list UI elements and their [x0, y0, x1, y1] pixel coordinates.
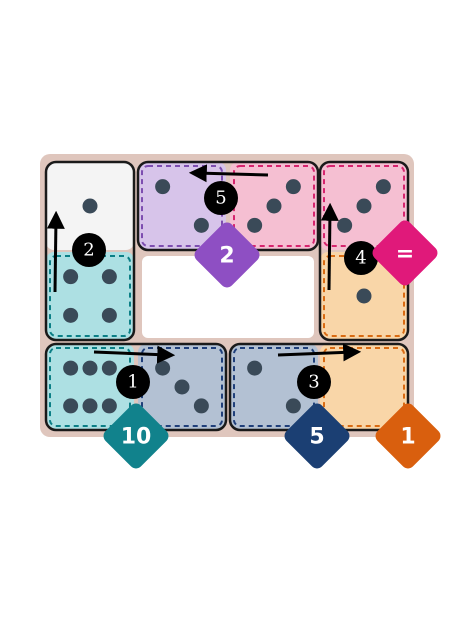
- badge-diamond: [284, 403, 350, 469]
- move-arrow: [93, 345, 176, 364]
- badge-label: 1: [400, 425, 415, 450]
- pip: [101, 269, 117, 285]
- pip: [356, 198, 372, 214]
- badge-diamond: [194, 222, 260, 288]
- pip: [337, 217, 353, 233]
- move-hint: 4: [320, 202, 378, 291]
- pip: [101, 398, 117, 414]
- domino-tile[interactable]: [44, 160, 136, 342]
- badge-diamond: [103, 403, 169, 469]
- badge-label: =: [396, 242, 414, 267]
- board-cell[interactable]: [320, 252, 408, 340]
- pip: [375, 179, 391, 195]
- pip: [193, 217, 209, 233]
- pip: [63, 360, 79, 376]
- region-dashed-border: [323, 255, 405, 337]
- pip: [285, 398, 301, 414]
- pip: [82, 360, 98, 376]
- move-number: 1: [127, 372, 138, 393]
- pip: [247, 360, 263, 376]
- move-number-circle: [72, 233, 106, 267]
- move-number: 2: [83, 240, 94, 261]
- constraint-badge-magenta: =: [372, 220, 438, 286]
- move-arrow: [277, 343, 362, 362]
- constraint-badge-teal: 10: [103, 403, 169, 469]
- pip: [63, 398, 79, 414]
- region-dashed-border: [49, 255, 131, 337]
- board-cell[interactable]: [46, 162, 134, 250]
- pip: [247, 217, 263, 233]
- move-arrow: [320, 202, 339, 291]
- badge-label: 10: [121, 425, 152, 450]
- board-cell[interactable]: [46, 252, 134, 340]
- move-hint: 5: [188, 164, 269, 215]
- pip: [174, 379, 190, 395]
- cell-fill: [320, 344, 408, 430]
- move-number-circle: [116, 365, 150, 399]
- move-number-circle: [297, 365, 331, 399]
- pip: [155, 179, 171, 195]
- board-cell[interactable]: [230, 162, 318, 250]
- move-hint: 3: [277, 343, 362, 399]
- board-hole: [142, 256, 314, 338]
- pip: [82, 398, 98, 414]
- move-arrow: [46, 210, 65, 293]
- pip: [266, 198, 282, 214]
- pip: [101, 307, 117, 323]
- move-hint: 2: [46, 210, 106, 293]
- badge-label: 5: [309, 425, 324, 450]
- pip: [155, 360, 171, 376]
- pip: [101, 360, 117, 376]
- move-number: 3: [308, 372, 319, 393]
- move-number: 5: [215, 188, 226, 209]
- constraint-badge-purple: 2: [194, 222, 260, 288]
- constraint-badge-orange: 1: [375, 403, 441, 469]
- pip: [82, 198, 98, 214]
- move-number: 4: [355, 248, 366, 269]
- pip: [63, 307, 79, 323]
- pip: [193, 398, 209, 414]
- badge-label: 2: [219, 244, 234, 269]
- pip: [356, 288, 372, 304]
- constraint-badge-navy: 5: [284, 403, 350, 469]
- badge-diamond: [375, 403, 441, 469]
- move-number-circle: [204, 181, 238, 215]
- badge-diamond: [372, 220, 438, 286]
- pip: [285, 179, 301, 195]
- move-arrow: [188, 164, 269, 183]
- pip: [63, 269, 79, 285]
- move-number-circle: [344, 241, 378, 275]
- move-hint: 1: [93, 345, 176, 399]
